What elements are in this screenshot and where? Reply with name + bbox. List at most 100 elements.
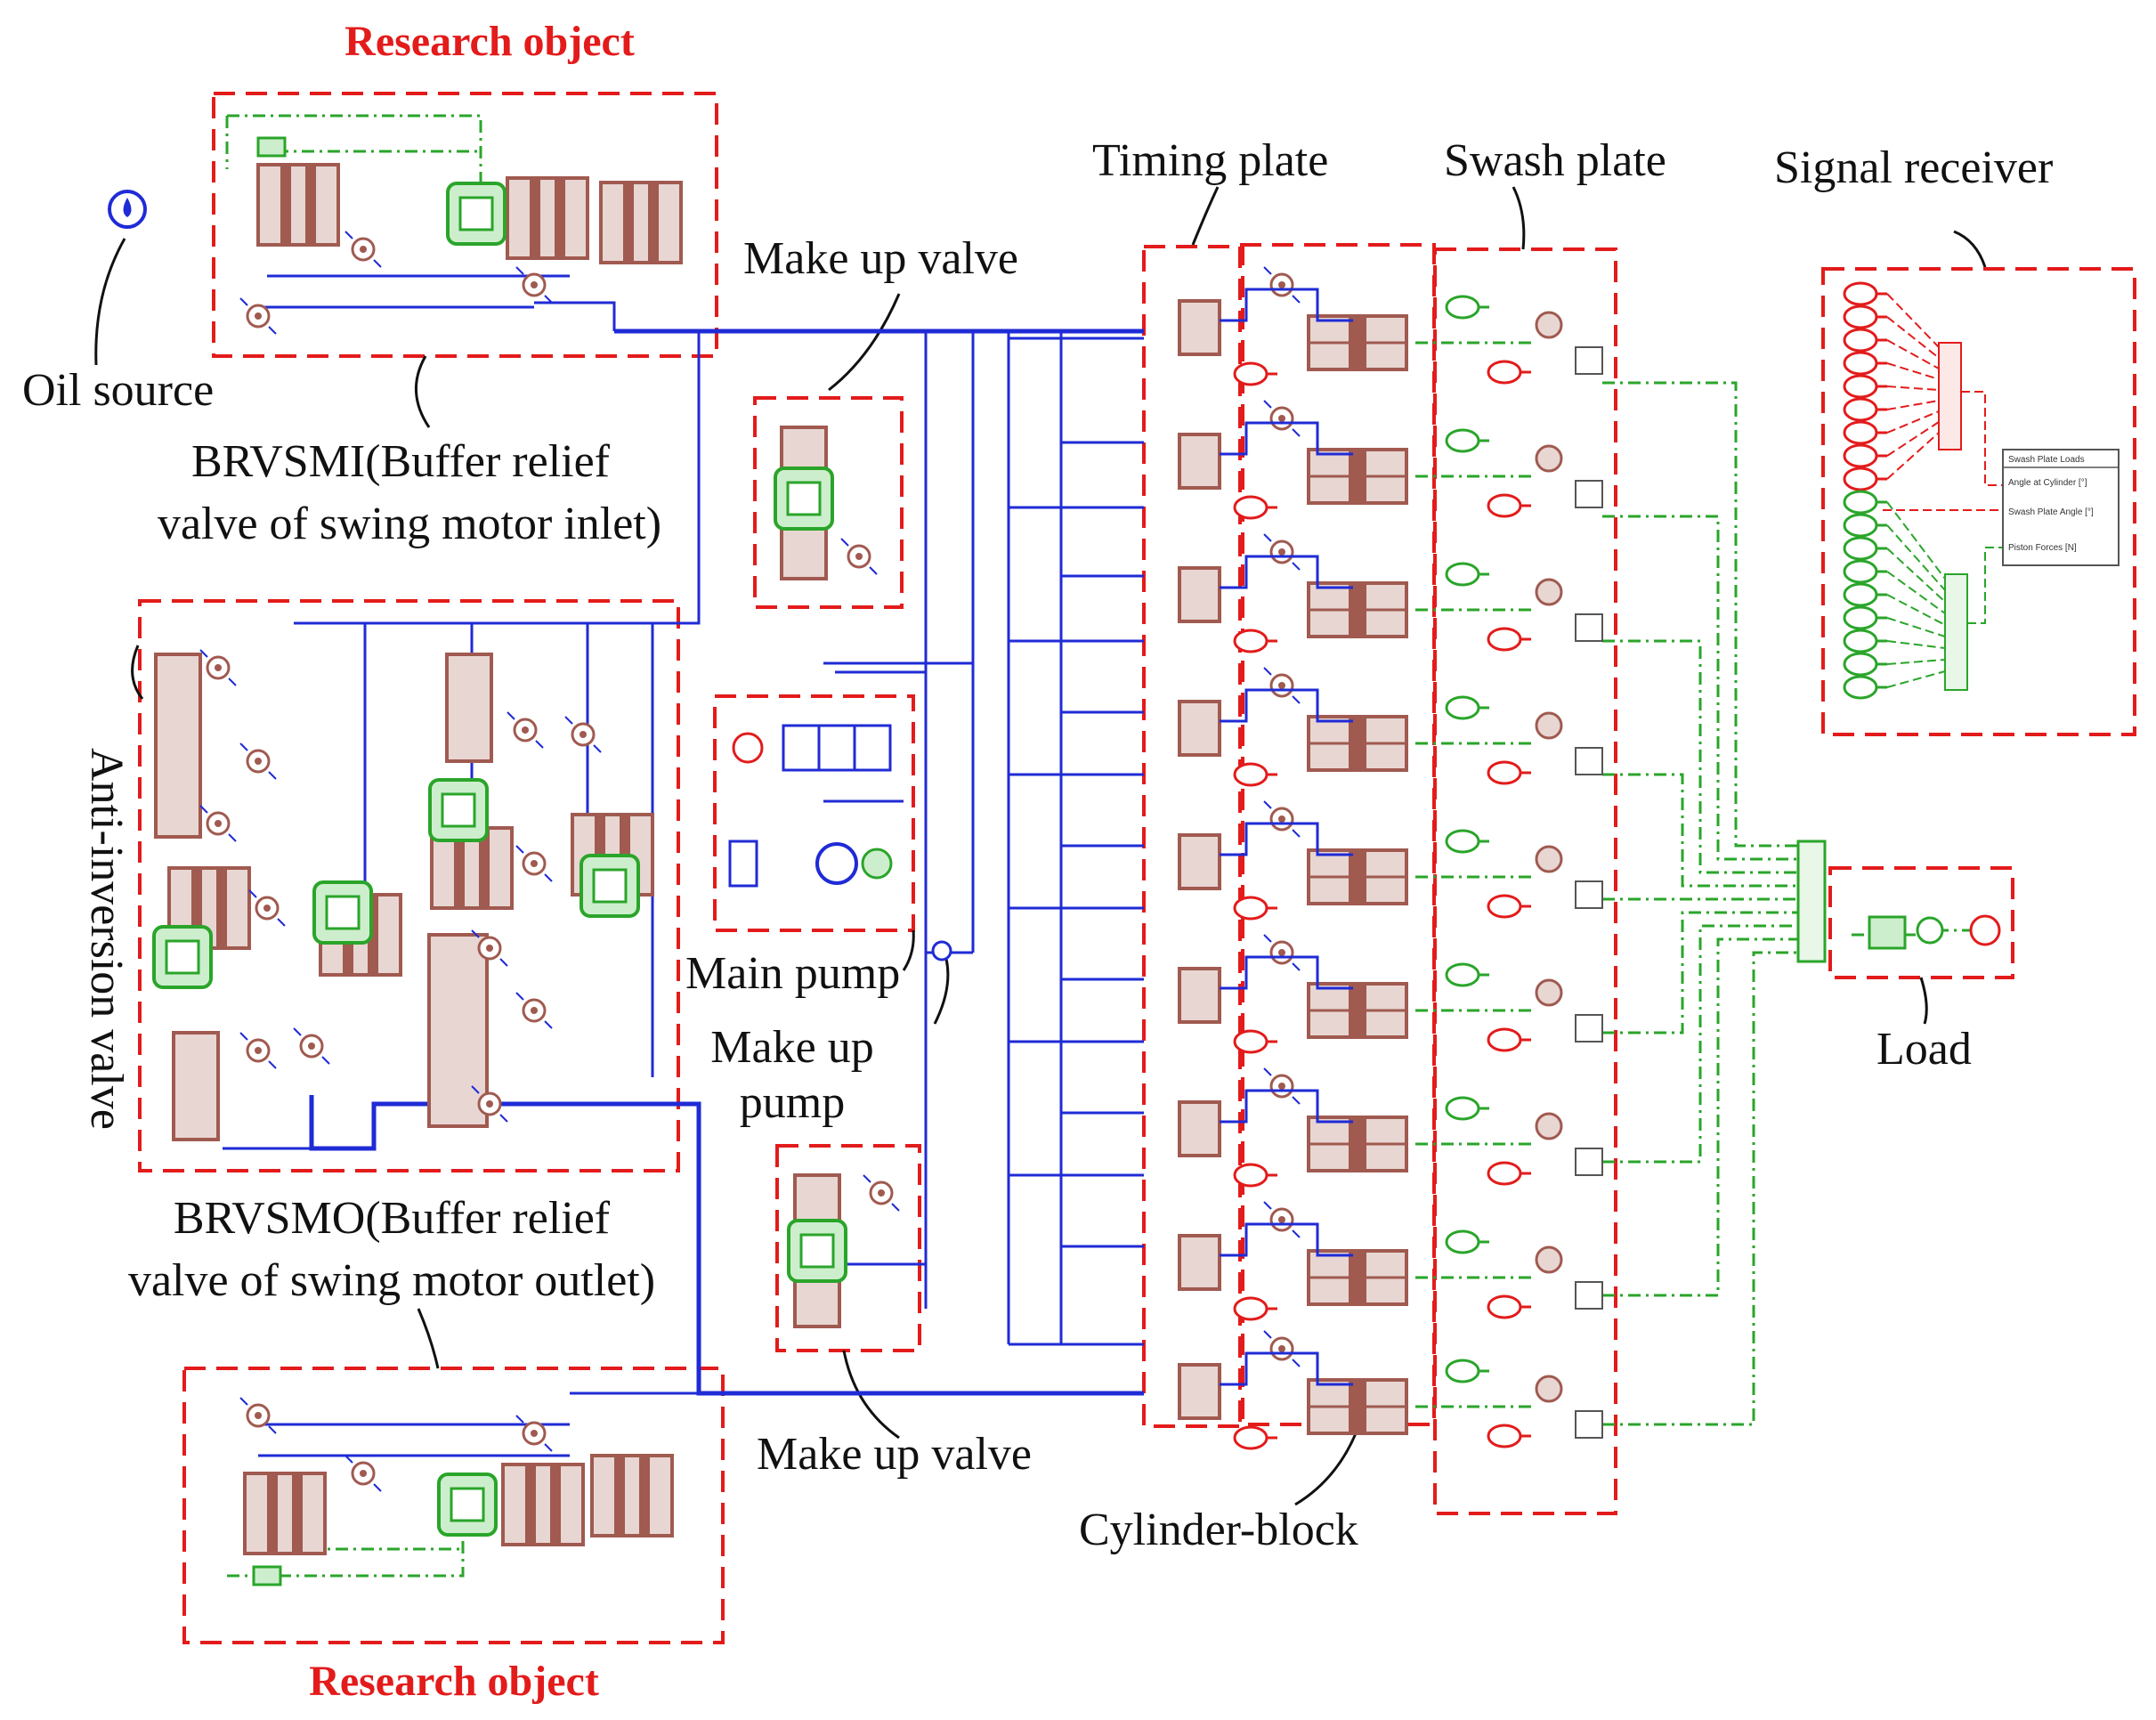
green-sensor-icon bbox=[1445, 428, 1491, 453]
frame-load bbox=[1828, 866, 2014, 979]
green-sensor-icon bbox=[1445, 1359, 1491, 1383]
red-sensor-icon bbox=[1843, 420, 1889, 445]
swash-plate-joint bbox=[1535, 1112, 1563, 1140]
green-sensor-icon bbox=[1445, 1096, 1491, 1121]
cylinder-line bbox=[1220, 288, 1353, 322]
signal-panel-header: Swash Plate Loads bbox=[2008, 455, 2085, 465]
load-label: Load bbox=[1876, 1024, 1972, 1075]
frame-make-up-valve-top bbox=[753, 396, 904, 609]
red-sensor-icon bbox=[1233, 896, 1279, 921]
red-sensor-icon bbox=[1487, 360, 1533, 385]
receiver-signal-line bbox=[1886, 432, 1940, 480]
piston-row bbox=[1178, 799, 1603, 921]
signal-panel-port-2: Swash Plate Angle [°] bbox=[2008, 507, 2094, 517]
red-sensor-icon bbox=[1233, 762, 1279, 787]
swash-plate-joint bbox=[1535, 978, 1563, 1007]
green-sensor-icon bbox=[1445, 562, 1491, 587]
make-up-valve-bottom-label: Make up valve bbox=[757, 1429, 1033, 1480]
receiver-signal-line bbox=[1886, 410, 1940, 434]
valve-node-icon bbox=[1262, 532, 1301, 572]
receiver-signal-line bbox=[1886, 571, 1946, 614]
cylinder-line bbox=[1220, 555, 1353, 589]
piston-row bbox=[1178, 532, 1603, 653]
green-sensor-icon bbox=[1843, 605, 1889, 630]
cylinder-line bbox=[1220, 1089, 1353, 1124]
red-sensor-icon bbox=[1843, 351, 1889, 376]
main-pump-components bbox=[728, 724, 893, 888]
cylinder-block-label: Cylinder-block bbox=[1079, 1505, 1358, 1555]
green-sensor-icon bbox=[1843, 559, 1889, 584]
piston-row bbox=[1178, 265, 1603, 386]
receiver-signal-line bbox=[1886, 385, 1940, 391]
signal-panel bbox=[2002, 449, 2120, 566]
green-sensor-icon bbox=[1843, 536, 1889, 561]
frame-cylinder-block bbox=[1238, 243, 1436, 1426]
piston-icon bbox=[1307, 715, 1408, 772]
receiver-signal-line bbox=[1886, 339, 1940, 369]
piston-row bbox=[1178, 399, 1603, 520]
piston-icon bbox=[1307, 581, 1408, 638]
make-up-valve-bottom-components bbox=[787, 1173, 901, 1328]
brvsmi-label-line1: BRVSMI(Buffer relief bbox=[190, 436, 610, 487]
valve-node-icon bbox=[1262, 1200, 1301, 1239]
make-up-valve-top-label: Make up valve bbox=[743, 233, 1019, 284]
frame-anti-inversion bbox=[138, 599, 680, 1172]
red-sensor-icon bbox=[1233, 495, 1279, 520]
cylinder-line bbox=[1220, 822, 1353, 856]
red-sensor-icon bbox=[1487, 1027, 1533, 1052]
piston-row bbox=[1178, 1200, 1603, 1321]
swash-plate-sensor bbox=[1575, 1410, 1603, 1439]
timing-plate-port bbox=[1178, 433, 1221, 490]
receiver-signal-line bbox=[1886, 316, 1940, 359]
red-sensor-icon bbox=[1843, 281, 1889, 306]
piston-icon bbox=[1307, 314, 1408, 371]
receiver-signal-line bbox=[1886, 617, 1946, 637]
valve-node-icon bbox=[1262, 666, 1301, 705]
red-sensor-icon bbox=[1233, 1425, 1279, 1450]
swash-plate-sensor bbox=[1575, 1148, 1603, 1176]
timing-plate-port bbox=[1178, 299, 1221, 356]
piston-row bbox=[1178, 1329, 1603, 1450]
swash-plate-sensor bbox=[1575, 747, 1603, 775]
receiver-signal-line bbox=[1886, 670, 1946, 688]
timing-plate-port bbox=[1178, 566, 1221, 623]
piston-icon bbox=[1307, 448, 1408, 505]
green-sensor-icon bbox=[1445, 695, 1491, 720]
red-sensor-icon bbox=[1843, 328, 1889, 353]
timing-plate-port bbox=[1178, 700, 1221, 757]
swash-plate-sensor bbox=[1575, 880, 1603, 909]
make-up-valve-top-components bbox=[774, 426, 879, 580]
green-sensor-icon bbox=[1445, 962, 1491, 987]
timing-plate-port bbox=[1178, 1100, 1221, 1157]
frame-swash-plate bbox=[1433, 247, 1617, 1515]
oil-source-label: Oil source bbox=[22, 365, 215, 416]
red-sensor-icon bbox=[1843, 397, 1889, 422]
red-sensor-icon bbox=[1487, 1161, 1533, 1186]
piston-row bbox=[1178, 666, 1603, 787]
valve-node-icon bbox=[1262, 799, 1301, 839]
green-sensor-icon bbox=[1445, 295, 1491, 320]
red-sensor-icon bbox=[1233, 361, 1279, 386]
valve-node-icon bbox=[1262, 1067, 1301, 1106]
brvsmo-label-line2: valve of swing motor outlet) bbox=[127, 1255, 656, 1306]
frame-make-up-valve-bottom bbox=[775, 1144, 921, 1352]
cylinder-line bbox=[1220, 421, 1353, 456]
oil-source-icon bbox=[108, 190, 147, 229]
receiver-signal-line bbox=[1886, 659, 1946, 665]
leader-lines bbox=[94, 186, 1987, 1506]
piston-icon bbox=[1307, 982, 1408, 1039]
load-components bbox=[1796, 840, 2001, 963]
red-sensor-icon bbox=[1843, 443, 1889, 468]
main-pump-label: Main pump bbox=[685, 948, 901, 999]
piston-row bbox=[1178, 1067, 1603, 1188]
swash-plate-sensor bbox=[1575, 480, 1603, 508]
research-object-bottom-label: Research object bbox=[309, 1658, 599, 1705]
valve-node-icon bbox=[1262, 933, 1301, 972]
red-sensor-icon bbox=[1487, 760, 1533, 785]
red-sensor-icon bbox=[1233, 1163, 1279, 1188]
piston-row bbox=[1178, 933, 1603, 1054]
swash-plate-joint bbox=[1535, 311, 1563, 339]
swash-plate-joint bbox=[1535, 845, 1563, 873]
green-sensor-icon bbox=[1843, 629, 1889, 653]
